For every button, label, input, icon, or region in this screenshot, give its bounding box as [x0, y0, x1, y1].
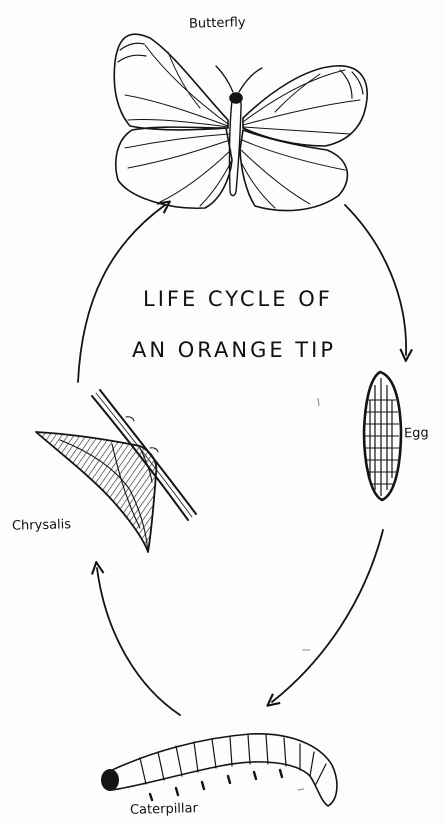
diagram-title-line-2: AN ORANGE TIP: [132, 338, 336, 362]
diagram-title-line-1: LIFE CYCLE OF: [143, 287, 333, 311]
caterpillar-illustration: [101, 734, 337, 806]
egg-illustration: [364, 372, 401, 500]
arrow-caterpillar-to-chrysalis: [97, 568, 180, 715]
caterpillar-label: Caterpillar: [130, 801, 198, 818]
arrow-butterfly-to-egg: [345, 205, 406, 355]
butterfly-illustration: [114, 34, 367, 210]
egg-label: Egg: [404, 426, 429, 442]
butterfly-label: Butterfly: [189, 15, 246, 31]
arrow-egg-to-caterpillar: [272, 530, 383, 702]
chrysalis-label: Chrysalis: [12, 517, 71, 534]
pencil-specks: [298, 398, 319, 790]
